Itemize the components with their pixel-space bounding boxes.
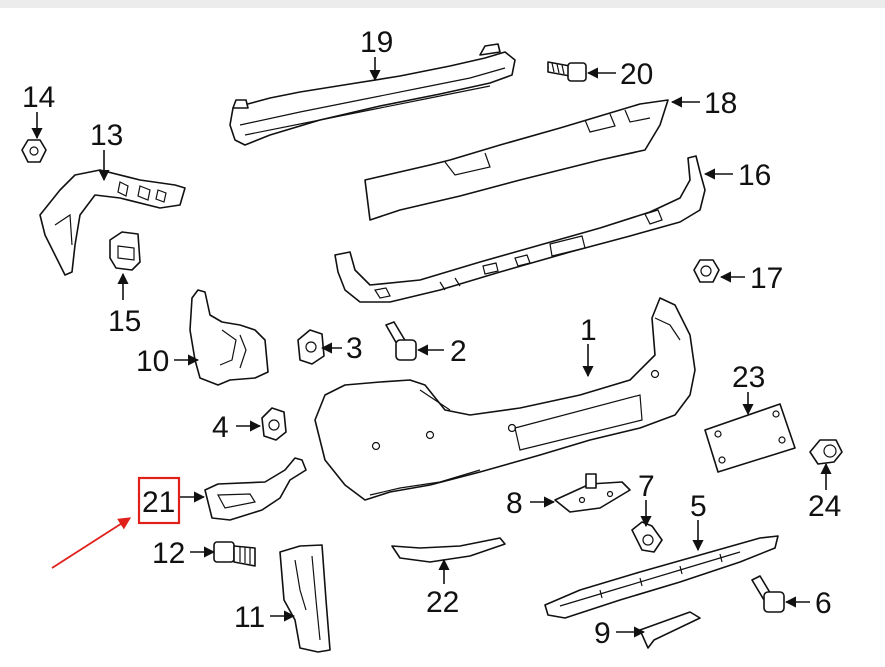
part-3-retainer [297, 329, 325, 365]
part-12-bolt [213, 541, 256, 567]
callout-15[interactable]: 15 [108, 305, 141, 338]
callout-22[interactable]: 22 [426, 586, 459, 619]
callout-6[interactable]: 6 [815, 587, 832, 620]
callout-19[interactable]: 19 [360, 26, 393, 59]
part-1-bumper-cover [314, 297, 696, 501]
callout-10[interactable]: 10 [136, 345, 169, 378]
part-4-retainer [261, 407, 287, 441]
part-19-impact-bar [229, 43, 516, 146]
callout-17[interactable]: 17 [750, 262, 783, 295]
leader-lines [31, 57, 832, 638]
part-16-bumper-bracket [334, 155, 706, 303]
part-23-license-bracket [704, 403, 796, 473]
part-5-valance [544, 535, 779, 619]
top-bar [0, 0, 885, 8]
part-6-screw [751, 575, 785, 613]
part-18-energy-absorber [364, 99, 669, 221]
callout-13[interactable]: 13 [90, 119, 123, 152]
part-8-bracket [554, 473, 631, 513]
callout-2[interactable]: 2 [450, 335, 467, 368]
callout-12[interactable]: 12 [152, 537, 185, 570]
callout-5[interactable]: 5 [690, 490, 707, 523]
highlight-box [137, 476, 181, 525]
callout-21[interactable]: 21 [142, 486, 175, 519]
part-15-clip [109, 231, 141, 271]
callout-24[interactable]: 24 [808, 490, 841, 523]
callout-11[interactable]: 11 [234, 601, 265, 634]
callout-4[interactable]: 4 [212, 411, 229, 444]
callout-18[interactable]: 18 [704, 87, 737, 120]
callout-1[interactable]: 1 [580, 314, 597, 347]
callout-20[interactable]: 20 [620, 58, 653, 91]
part-24-grommet [809, 439, 843, 465]
part-7-push-clip [631, 521, 663, 553]
callout-14[interactable]: 14 [22, 81, 55, 114]
callout-23[interactable]: 23 [732, 361, 765, 394]
part-22-reflector [391, 537, 506, 563]
part-2-bolt [385, 321, 417, 361]
callout-8[interactable]: 8 [506, 487, 523, 520]
callout-9[interactable]: 9 [594, 617, 611, 650]
highlight-arrow [51, 517, 132, 569]
callout-3[interactable]: 3 [346, 332, 363, 365]
part-13-side-bracket [39, 169, 186, 276]
part-11-support-bracket [279, 544, 331, 653]
callout-labels: 19 20 18 16 17 14 13 15 10 3 2 1 4 23 24… [22, 26, 841, 650]
part-9-bracket [639, 611, 701, 649]
part-10-splash-shield [189, 289, 269, 386]
callout-7[interactable]: 7 [638, 470, 655, 503]
part-17-nut [693, 259, 720, 283]
part-21-bracket [204, 457, 307, 521]
highlight-21 [51, 476, 181, 569]
callout-16[interactable]: 16 [738, 159, 771, 192]
part-20-bolt [547, 61, 587, 82]
part-14-nut [21, 139, 47, 163]
